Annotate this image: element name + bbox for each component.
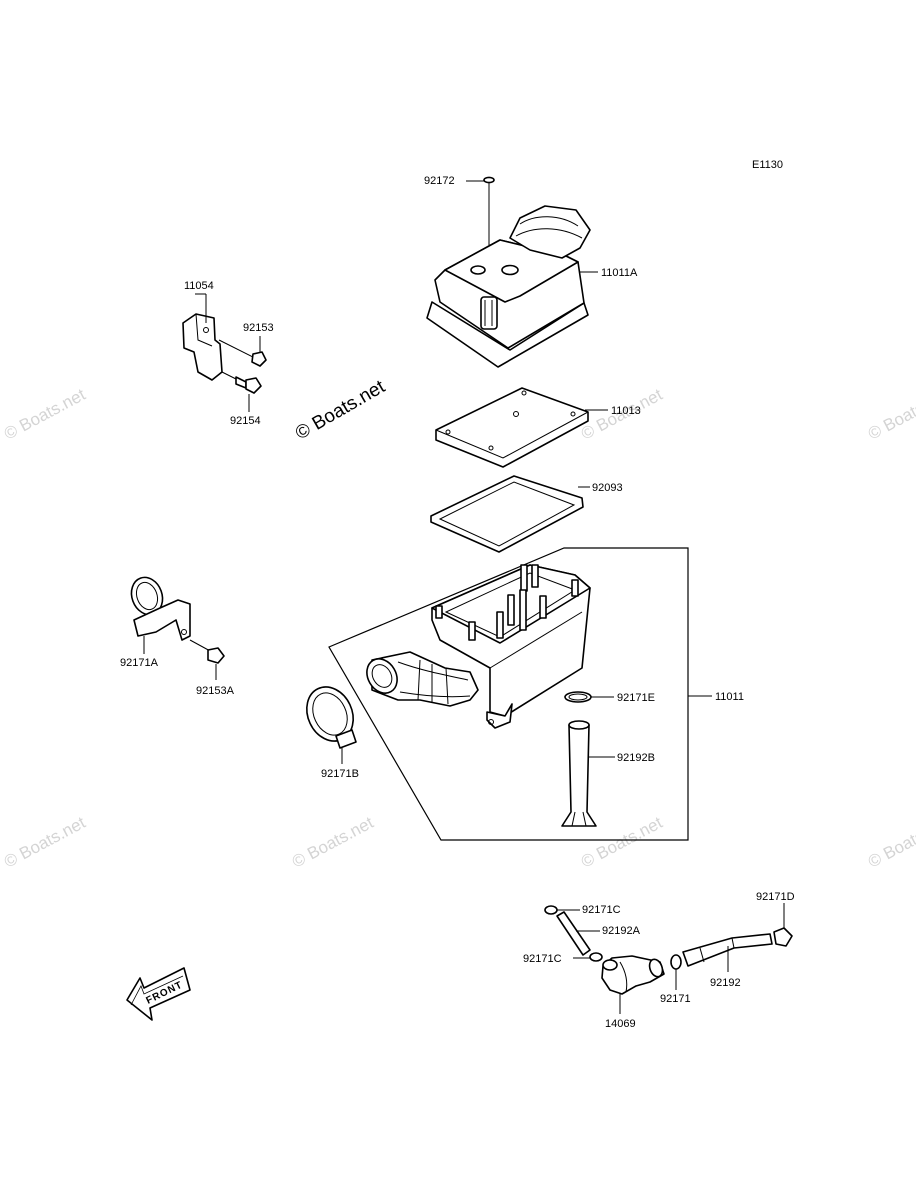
watermark: © Boats.net: [865, 385, 916, 444]
label-92093: 92093: [592, 482, 623, 494]
diagram-code: E1130: [752, 159, 783, 171]
clamp-92171C-top: [544, 905, 580, 915]
watermark: © Boats.net: [865, 813, 916, 872]
watermark: © Boats.net: [289, 813, 377, 872]
label-92153: 92153: [243, 322, 274, 334]
hose-92192: [682, 933, 773, 972]
label-92171C-top: 92171C: [582, 904, 621, 916]
label-92154: 92154: [230, 415, 261, 427]
clamp-92171E: [564, 691, 614, 703]
bracket-11054: [182, 293, 223, 381]
label-92192: 92192: [710, 977, 741, 989]
label-92171A: 92171A: [120, 657, 159, 669]
tube-92192A: [556, 911, 600, 956]
label-92171B: 92171B: [321, 768, 359, 780]
label-92192A: 92192A: [602, 925, 641, 937]
label-92171E: 92171E: [617, 692, 655, 704]
clamp-92171: [670, 954, 682, 990]
cover-11011A: [426, 205, 598, 368]
label-11011: 11011: [715, 691, 744, 703]
label-14069: 14069: [605, 1018, 636, 1030]
bolt-92154: [221, 371, 262, 412]
clamp-92171A: [130, 576, 191, 654]
watermark: © Boats.net: [1, 813, 89, 872]
label-11011A: 11011A: [601, 267, 638, 279]
label-11013: 11013: [611, 405, 641, 417]
bolt-92153A: [189, 639, 225, 680]
watermark: © Boats.net: [1, 385, 89, 444]
valve-14069: [601, 955, 665, 1014]
clamp-92171D: [773, 903, 793, 947]
label-11054: 11054: [184, 280, 214, 292]
clamp-92171C-bottom: [573, 952, 603, 962]
label-92171D: 92171D: [756, 891, 795, 903]
tube-92192B: [561, 720, 615, 827]
air-box-11011: [366, 564, 591, 729]
gasket-92093: [430, 475, 590, 553]
label-92171C-bottom: 92171C: [523, 953, 562, 965]
watermark-center: © Boats.net: [292, 376, 389, 444]
label-92172: 92172: [424, 175, 455, 187]
clamp-92171B: [306, 686, 357, 764]
label-92192B: 92192B: [617, 752, 655, 764]
label-92153A: 92153A: [196, 685, 235, 697]
label-92171: 92171: [660, 993, 691, 1005]
filter-plate-11013: [435, 387, 608, 468]
bolt-92153: [218, 336, 267, 367]
front-arrow-icon: FRONT: [126, 967, 191, 1021]
